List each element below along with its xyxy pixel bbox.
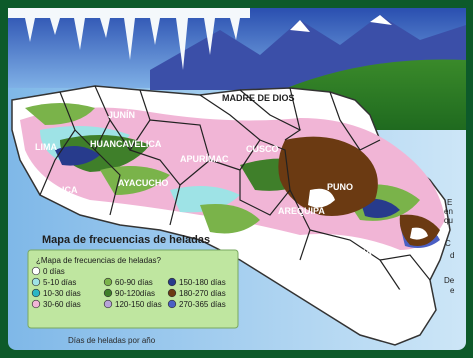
legend-label: 90-120días [115, 289, 155, 298]
side-note-fragment: E [447, 198, 452, 207]
legend-swatch [167, 299, 177, 309]
legend-swatch [167, 288, 177, 298]
legend-title: ¿Mapa de frecuencias de heladas? [36, 256, 162, 265]
legend-box [27, 249, 239, 329]
legend-swatch [31, 288, 41, 298]
side-note-fragment: C [445, 239, 451, 248]
region-label-arequipa: AREQUIPA [278, 206, 325, 216]
legend-label: 180-270 días [179, 289, 226, 298]
legend-swatch [31, 299, 41, 309]
zone-0-b [410, 227, 428, 240]
legend-label: 0 días [43, 267, 65, 276]
region-label-madre-de-dios: MADRE DE DIOS [222, 93, 295, 103]
region-labels: JUNÍN MADRE DE DIOS LIMA HUANCAVELICA CU… [35, 93, 416, 298]
region-label-puno: PUNO [327, 182, 353, 192]
legend-label: 5-10 días [43, 278, 76, 287]
side-note-fragment: d [450, 251, 454, 260]
region-label-lima: LIMA [35, 142, 57, 152]
snow-caps [290, 15, 392, 32]
zone-150-180-a [55, 146, 100, 166]
legend-swatch [103, 299, 113, 309]
side-note-fragment: De [444, 276, 455, 285]
legend-label: 150-180 días [179, 278, 226, 287]
legend-swatch [31, 277, 41, 287]
map-title: Mapa de frecuencias de heladas [42, 234, 210, 246]
side-note-fragment: e [450, 286, 455, 295]
legend-label: 60-90 días [115, 278, 153, 287]
zone-60-90-d [200, 204, 260, 234]
legend-swatch [167, 277, 177, 287]
legend-items: 0 días 5-10 días 10-30 días 30-60 días 60-90… [31, 266, 226, 309]
department-borders [39, 85, 431, 291]
zone-0-a [308, 188, 335, 208]
region-label-junin: JUNÍN [108, 110, 135, 120]
side-note-fragment: qu [444, 216, 453, 225]
region-label-ica: ICA [62, 185, 78, 195]
region-label-cusco: CUSCO [246, 144, 279, 154]
legend-swatch [31, 266, 41, 276]
zone-60-90-a [25, 103, 95, 125]
legend: ¿Mapa de frecuencias de heladas? 0 días 5… [27, 249, 239, 345]
region-label-moquegua: MOQUEGUA [318, 248, 373, 258]
legend-label: 10-30 días [43, 289, 81, 298]
region-label-apurimac: APURÍMAC [180, 154, 229, 164]
legend-swatch [103, 288, 113, 298]
legend-swatch [103, 277, 113, 287]
region-label-huancavelica: HUANCAVELICA [90, 139, 162, 149]
region-label-tacna: TACNA [385, 288, 416, 298]
legend-label: 270-365 días [179, 300, 226, 309]
icicles [8, 8, 250, 70]
legend-label: 30-60 días [43, 300, 81, 309]
region-label-ayacucho: AYACUCHO [118, 178, 168, 188]
side-note-fragment: en [444, 207, 453, 216]
legend-label: 120-150 días [115, 300, 162, 309]
legend-footer: Días de heladas por año [68, 336, 156, 345]
zone-180-270-main [278, 136, 378, 216]
